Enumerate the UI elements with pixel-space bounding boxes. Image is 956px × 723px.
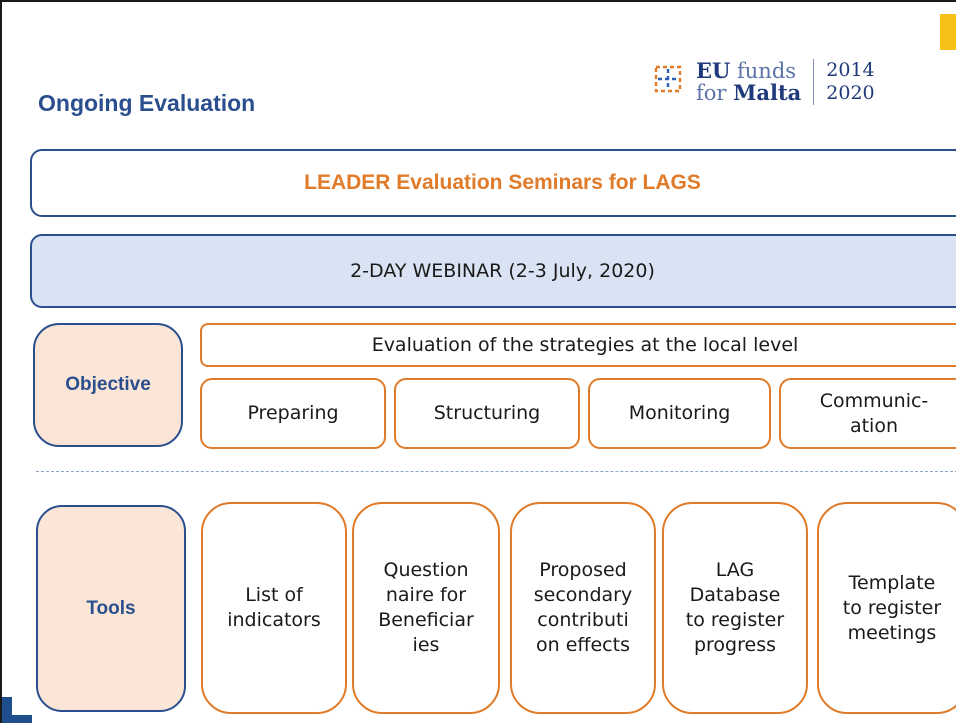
eu-funds-logo: EU funds for Malta 2014 2020 xyxy=(654,54,934,110)
step-structuring: Structuring xyxy=(394,378,580,449)
tools-label: Tools xyxy=(36,505,186,712)
tool-meeting-template: Template to register meetings xyxy=(817,502,956,714)
objective-label: Objective xyxy=(33,323,183,447)
blue-corner-accent-horizontal xyxy=(2,715,32,723)
tool-questionnaire: Question naire for Beneficiar ies xyxy=(352,502,500,714)
yellow-corner-accent xyxy=(940,14,956,50)
tool-label: Template to register meetings xyxy=(842,571,942,644)
logo-eu: EU xyxy=(696,58,731,83)
logo-separator xyxy=(813,59,815,105)
tool-list-of-indicators: List of indicators xyxy=(201,502,347,714)
tool-lag-database: LAG Database to register progress xyxy=(662,502,808,714)
step-monitoring: Monitoring xyxy=(588,378,771,449)
step-label: Structuring xyxy=(433,402,541,424)
page-title: Ongoing Evaluation xyxy=(38,90,256,116)
tool-label: Question naire for Beneficiar ies xyxy=(378,559,474,656)
step-label: Monitoring xyxy=(628,402,731,424)
logo-for: for xyxy=(696,81,734,105)
tool-label: List of indicators xyxy=(227,584,321,631)
seminar-title-box: LEADER Evaluation Seminars for LAGS xyxy=(30,149,956,217)
tool-label: LAG Database to register progress xyxy=(685,559,785,656)
logo-malta: Malta xyxy=(733,80,802,105)
tool-secondary-contribution: Proposed secondary contributi on effects xyxy=(510,502,656,714)
logo-funds: funds xyxy=(730,59,797,83)
objective-headline: Evaluation of the strategies at the loca… xyxy=(200,323,956,367)
logo-wordmark: EU funds for Malta xyxy=(696,58,802,105)
blue-corner-accent-vertical xyxy=(2,697,12,723)
tool-label: Proposed secondary contributi on effects xyxy=(533,559,633,656)
eu-funds-cross-icon xyxy=(654,65,682,93)
step-communication: Communic- ation xyxy=(779,378,956,449)
step-label: Preparing xyxy=(247,402,339,424)
step-preparing: Preparing xyxy=(200,378,386,449)
logo-years: 2014 2020 xyxy=(826,59,874,105)
logo-year-start: 2014 xyxy=(826,59,875,81)
step-label: Communic- ation xyxy=(819,389,929,437)
logo-year-end: 2020 xyxy=(826,82,875,104)
section-divider xyxy=(36,471,956,472)
webinar-box: 2-DAY WEBINAR (2-3 July, 2020) xyxy=(30,234,956,308)
